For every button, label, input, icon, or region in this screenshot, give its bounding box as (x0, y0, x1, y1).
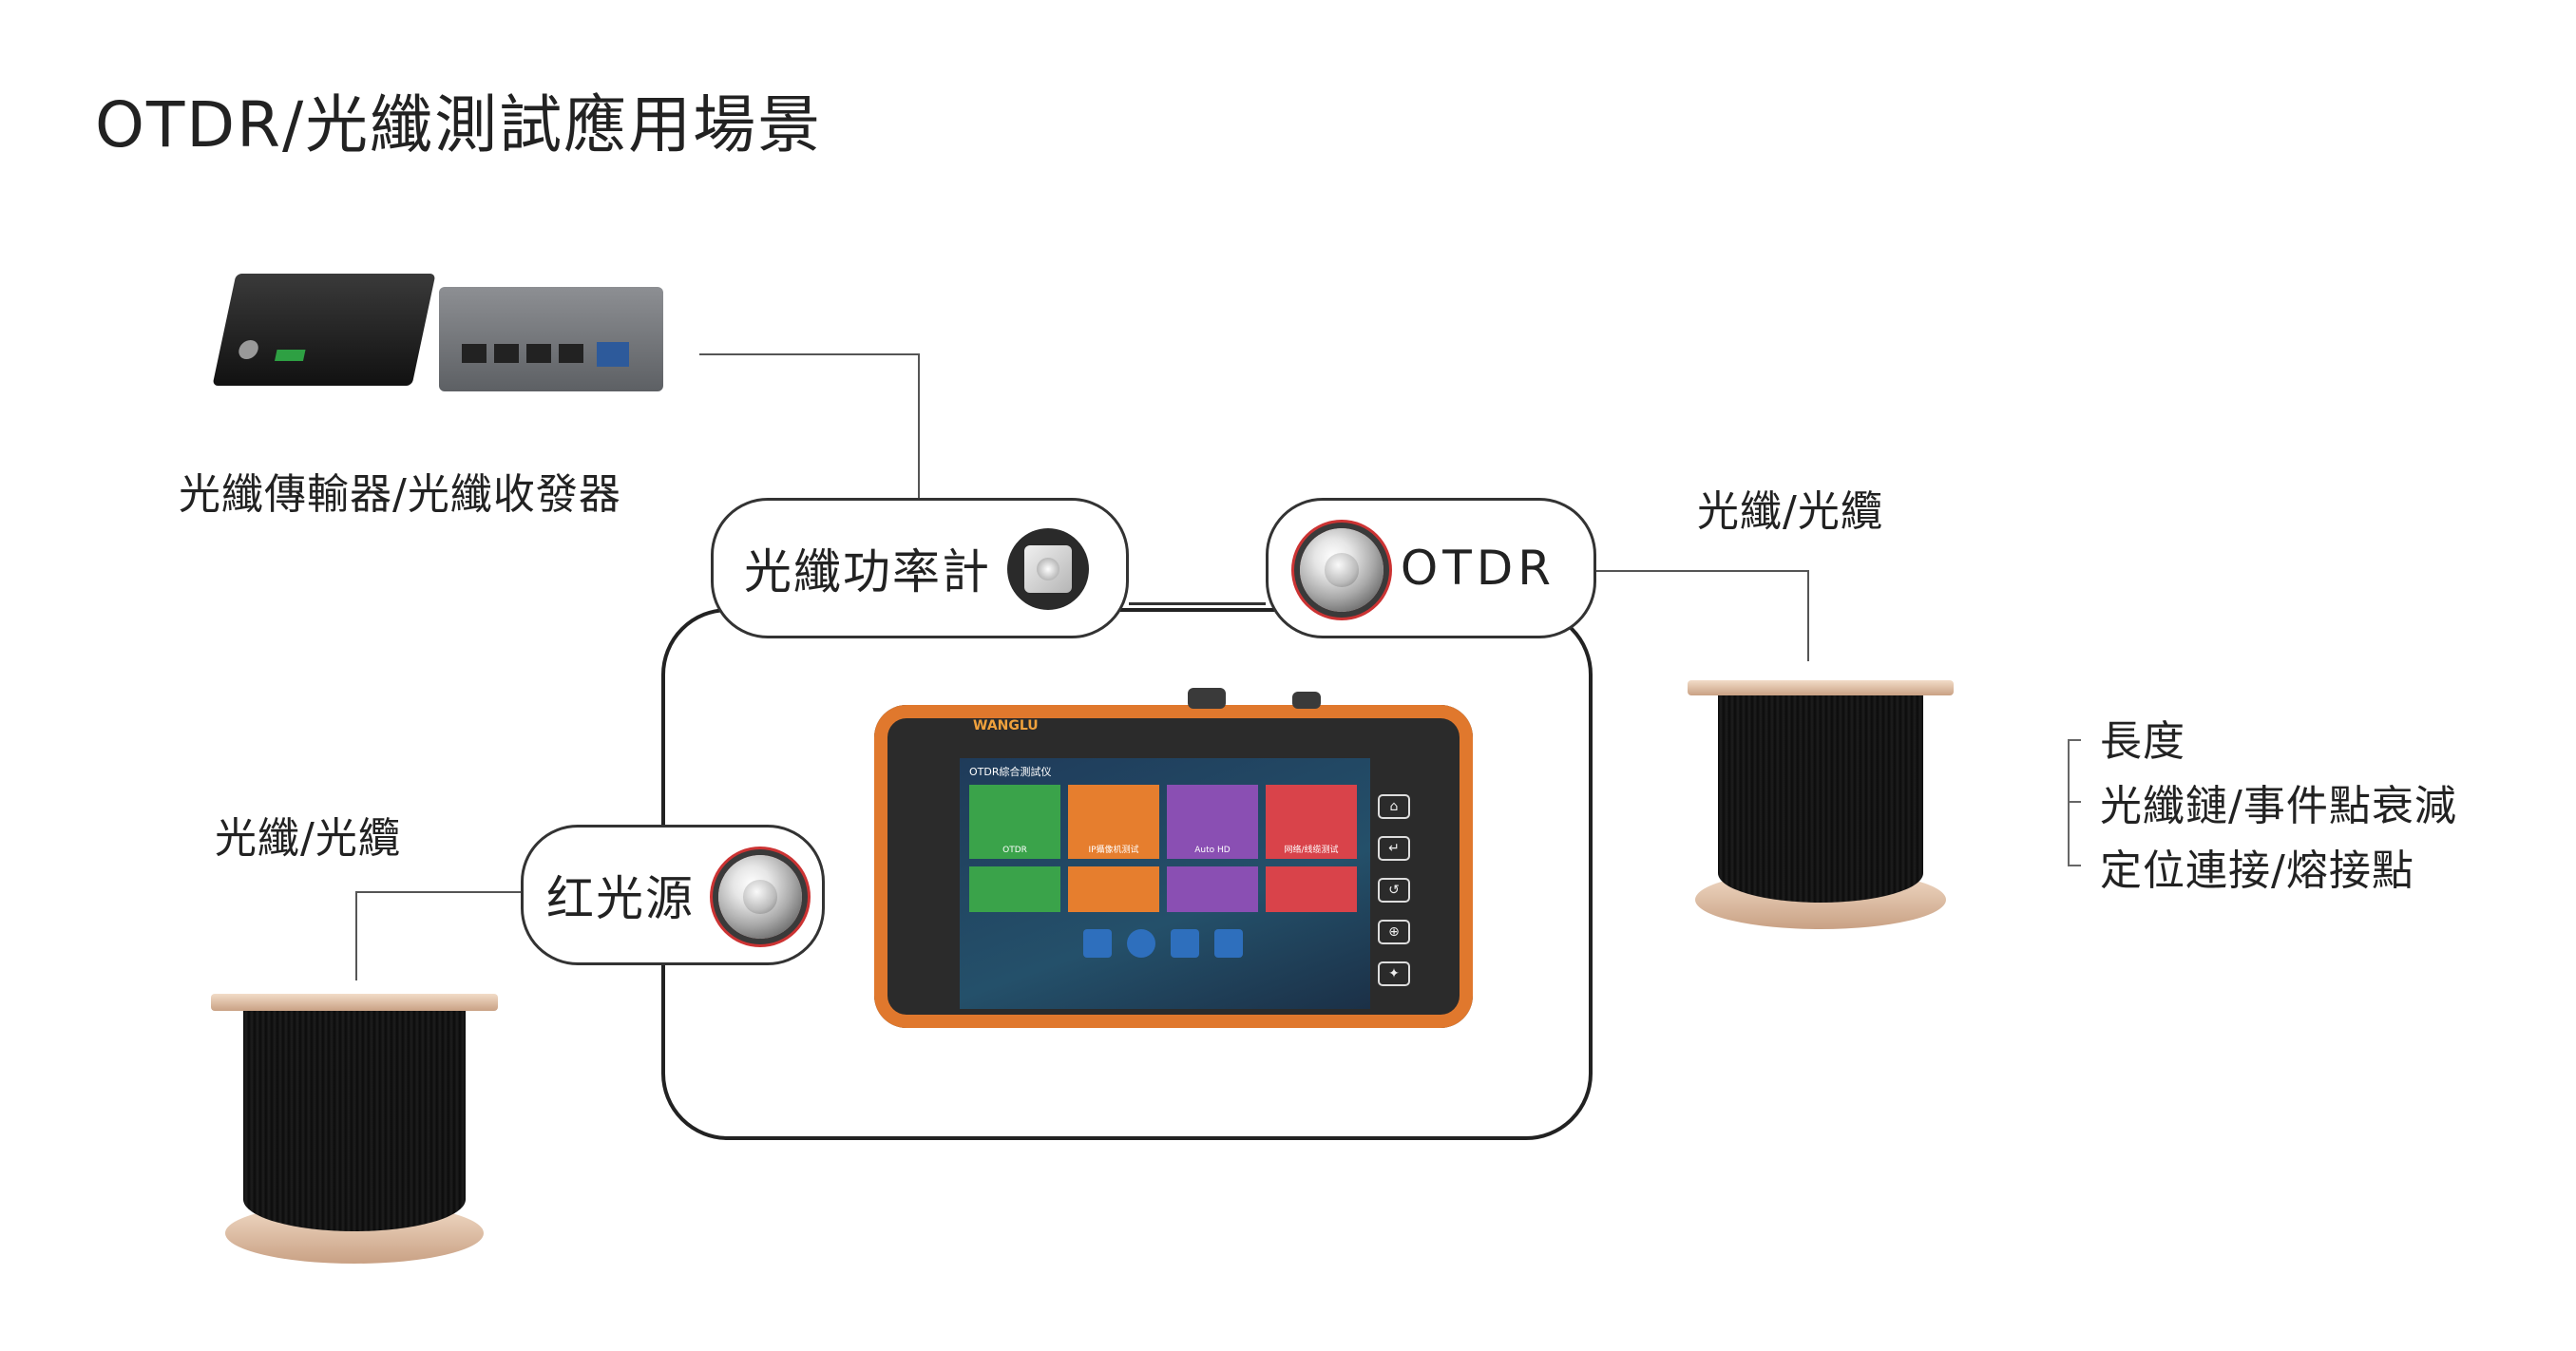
feature-bracket (2068, 739, 2081, 866)
red-light-label: 红光源 (546, 871, 695, 926)
tile-fiber-test (969, 866, 1060, 912)
tile-network-camera (1068, 866, 1159, 912)
fiber-left-label: 光纖/光纜 (215, 814, 401, 863)
transceiver-label: 光纖傳輸器/光纖收發器 (179, 470, 621, 519)
tile-network: 网络/线缆测试 (1266, 785, 1357, 859)
tile-analog-camera (1167, 866, 1258, 912)
tile-auto-hd: Auto HD (1167, 785, 1258, 859)
page-title: OTDR/光纖測試應用場景 (95, 88, 823, 162)
tile-otdr: OTDR (969, 785, 1060, 859)
device-screen: OTDR綜合測試仪 OTDR IP攝像机测试 Auto HD 网络/线缆测试 (960, 758, 1370, 1009)
fiber-switch-image (439, 287, 663, 391)
feature-splice-location: 定位連接/熔接點 (2100, 847, 2414, 895)
red-light-connector-icon (718, 855, 802, 939)
dock-bar (1083, 929, 1245, 967)
fiber-transceiver-image (212, 274, 436, 386)
screen-title: OTDR綜合測試仪 (969, 766, 1052, 778)
power-meter-connector-icon (1007, 528, 1089, 610)
tile-my-apps (1266, 866, 1357, 912)
red-light-pill: 红光源 (521, 825, 825, 965)
flashlight-icon: ✦ (1378, 961, 1410, 986)
zoom-icon: ⊕ (1378, 920, 1410, 944)
fiber-right-label: 光纖/光纜 (1697, 487, 1883, 536)
fiber-spool-left (211, 994, 498, 1271)
fiber-spool-right (1688, 680, 1954, 937)
device-brand: WANGLU (973, 718, 1039, 733)
otdr-connector-icon (1300, 528, 1383, 612)
home-icon: ⌂ (1378, 794, 1410, 819)
feature-length: 長度 (2100, 717, 2185, 766)
tile-ip-camera: IP攝像机测试 (1068, 785, 1159, 859)
enter-icon: ↵ (1378, 836, 1410, 861)
feature-attenuation: 光纖鏈/事件點衰減 (2100, 782, 2457, 830)
power-meter-label: 光纖功率計 (744, 544, 991, 599)
otdr-label: OTDR (1400, 541, 1555, 596)
back-icon: ↺ (1378, 878, 1410, 903)
